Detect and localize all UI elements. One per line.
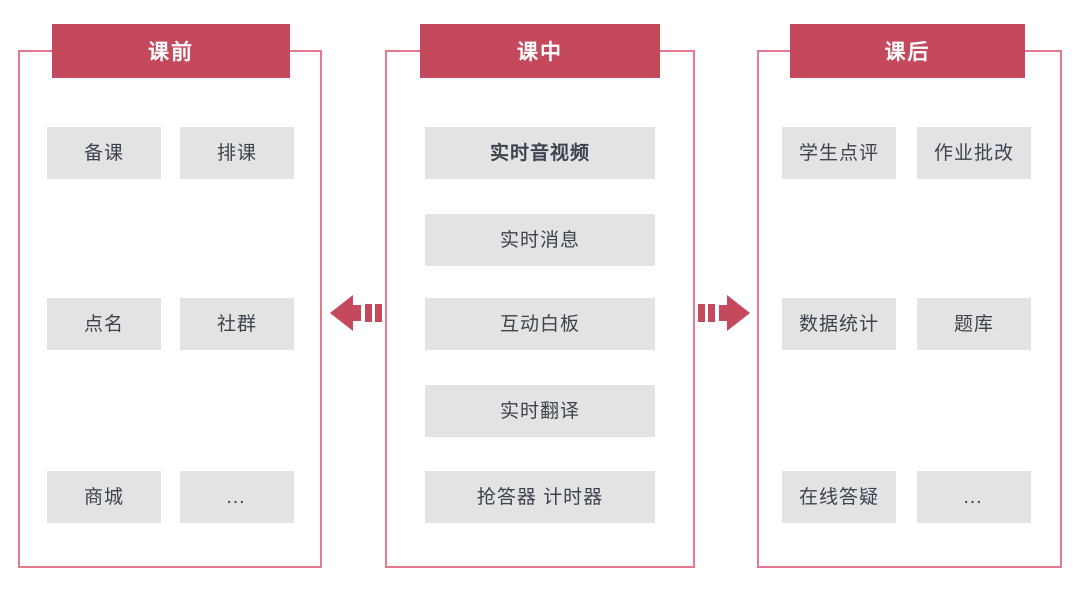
chip-before-class-1-1[interactable]: 社群 — [180, 298, 294, 350]
column-title-before-class: 课前 — [52, 24, 290, 78]
column-title-after-class: 课后 — [790, 24, 1025, 78]
chip-after-class-0-1[interactable]: 作业批改 — [917, 127, 1031, 179]
arrow-right-icon — [696, 292, 750, 334]
arrow-left-icon — [330, 292, 384, 334]
chip-after-class-2-1[interactable]: … — [917, 471, 1031, 523]
chip-during-class-2-0[interactable]: 互动白板 — [425, 298, 655, 350]
column-title-during-class: 课中 — [420, 24, 660, 78]
chip-before-class-0-0[interactable]: 备课 — [47, 127, 161, 179]
chip-during-class-4-0[interactable]: 抢答器 计时器 — [425, 471, 655, 523]
chip-after-class-0-0[interactable]: 学生点评 — [782, 127, 896, 179]
chip-after-class-2-0[interactable]: 在线答疑 — [782, 471, 896, 523]
chip-during-class-1-0[interactable]: 实时消息 — [425, 214, 655, 266]
chip-before-class-1-0[interactable]: 点名 — [47, 298, 161, 350]
chip-during-class-3-0[interactable]: 实时翻译 — [425, 385, 655, 437]
chip-before-class-2-1[interactable]: … — [180, 471, 294, 523]
chip-after-class-1-1[interactable]: 题库 — [917, 298, 1031, 350]
chip-after-class-1-0[interactable]: 数据统计 — [782, 298, 896, 350]
chip-during-class-0-0[interactable]: 实时音视频 — [425, 127, 655, 179]
chip-before-class-0-1[interactable]: 排课 — [180, 127, 294, 179]
chip-before-class-2-0[interactable]: 商城 — [47, 471, 161, 523]
